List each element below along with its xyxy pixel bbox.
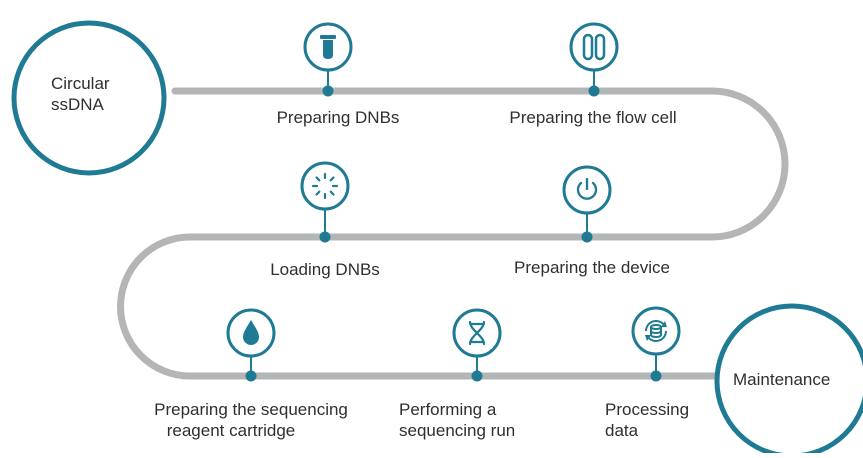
step-label-line1: Processing bbox=[605, 400, 690, 419]
end-node-label: Maintenance bbox=[733, 370, 831, 389]
step-label-preparing-flow-cell: Preparing the flow cell bbox=[509, 108, 677, 127]
track-dot bbox=[588, 85, 600, 97]
step-label-preparing-device: Preparing the device bbox=[514, 258, 670, 277]
loading-spinner-icon bbox=[311, 172, 339, 200]
data-processing-icon bbox=[645, 320, 667, 342]
tube-icon bbox=[320, 35, 336, 59]
track-dot bbox=[581, 231, 593, 243]
step-label-performing-run: Performing a sequencing run bbox=[399, 399, 515, 441]
start-node-circle bbox=[11, 20, 167, 176]
step-label-line2: reagent cartridge bbox=[166, 421, 296, 440]
step-performing-run bbox=[452, 308, 502, 382]
flow-cell-icon bbox=[582, 33, 606, 61]
track-dot bbox=[245, 370, 257, 382]
step-label-preparing-cartridge: Preparing the sequencing reagent cartrid… bbox=[154, 399, 348, 441]
step-preparing-device bbox=[562, 165, 612, 243]
workflow-track bbox=[117, 87, 789, 380]
start-node-line2: ssDNA bbox=[51, 95, 104, 114]
step-label-preparing-dnbs: Preparing DNBs bbox=[276, 108, 400, 127]
step-preparing-cartridge bbox=[226, 308, 276, 382]
start-node-label: Circular ssDNA bbox=[51, 73, 110, 115]
step-processing-data bbox=[631, 306, 681, 382]
track-dot bbox=[319, 231, 331, 243]
step-label-processing-data: Processing data bbox=[605, 399, 689, 441]
step-loading-dnbs bbox=[300, 161, 350, 243]
dna-helix-icon bbox=[468, 320, 486, 346]
step-label-loading-dnbs: Loading DNBs bbox=[270, 260, 380, 279]
step-label-line2: data bbox=[605, 421, 639, 440]
power-icon bbox=[576, 177, 598, 200]
step-label-line1: Preparing the sequencing bbox=[154, 400, 348, 419]
step-label-line1: Performing a bbox=[399, 400, 497, 419]
track-dot bbox=[650, 370, 662, 382]
droplet-icon bbox=[243, 320, 259, 345]
step-preparing-flow-cell bbox=[569, 22, 619, 97]
start-node-line1: Circular bbox=[51, 74, 110, 93]
track-dot bbox=[322, 85, 334, 97]
step-preparing-dnbs bbox=[303, 22, 353, 97]
track-dot bbox=[471, 370, 483, 382]
step-label-line2: sequencing run bbox=[399, 421, 516, 440]
